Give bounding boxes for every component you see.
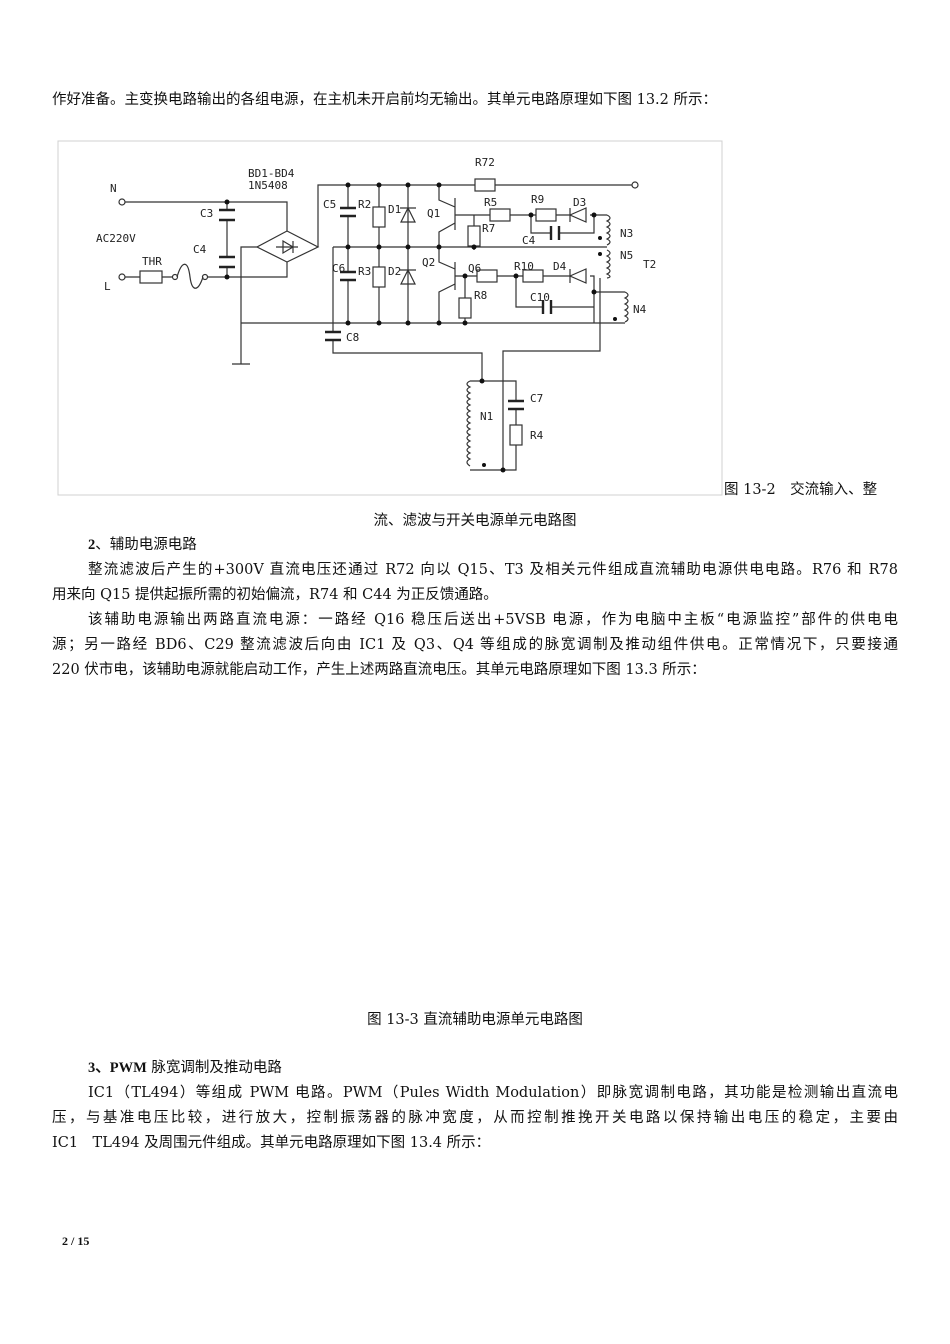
figure-13-2-caption-part1: 图 13-2 交流输入、整: [724, 482, 878, 498]
label-l: L: [104, 280, 111, 293]
section-2-line: 整流滤波后产生的+300V 直流电压还通过 R72 向以 Q15、T3 及相关元…: [88, 562, 898, 578]
label-n4: N4: [633, 303, 647, 316]
label-d3: D3: [573, 196, 586, 209]
label-r5: R5: [484, 196, 497, 209]
label-n5: N5: [620, 249, 633, 262]
label-q2: Q2: [422, 256, 435, 269]
label-d2: D2: [388, 265, 401, 278]
label-thr: THR: [142, 255, 162, 268]
label-bd: BD1-BD4: [248, 167, 295, 180]
figure-13-2-caption-part2: 流、滤波与开关电源单元电路图: [373, 513, 577, 529]
label-r72: R72: [475, 156, 495, 169]
label-q1: Q1: [427, 207, 440, 220]
section-3-line: 压，与基准电压比较，进行放大，控制振荡器的脉冲宽度，从而控制推挽开关电路以保持输…: [52, 1110, 898, 1126]
section-3-number: 3: [88, 1060, 96, 1076]
terminal-n: [118, 198, 126, 206]
label-r8: R8: [474, 289, 487, 302]
section-2-line: 220 伏市电，该辅助电源就能启动工作，产生上述两路直流电压。其单元电路原理如下…: [52, 662, 706, 678]
label-c7: C7: [530, 392, 543, 405]
label-r3: R3: [358, 265, 371, 278]
label-d1: D1: [388, 203, 401, 216]
label-t2: T2: [643, 258, 656, 271]
label-n3: N3: [620, 227, 633, 240]
section-2-title: 、辅助电源电路: [95, 537, 197, 553]
section-2-line: 用来向 Q15 提供起振所需的初始偏流，R74 和 C44 为正反馈通路。: [52, 587, 498, 603]
label-r9: R9: [531, 193, 544, 206]
bridge-rectifier: [255, 230, 320, 263]
label-d4: D4: [553, 260, 567, 273]
label-c3: C3: [200, 207, 213, 220]
section-3-heading: 3、PWM 脉宽调制及推动电路: [88, 1058, 282, 1078]
figure-frame: [57, 140, 723, 496]
label-c5: C5: [323, 198, 336, 211]
section-3-title-bold: 、PWM: [95, 1060, 147, 1076]
section-3-title: 脉宽调制及推动电路: [146, 1060, 282, 1076]
figure-13-3-caption: 图 13-3 直流辅助电源单元电路图: [367, 1012, 583, 1028]
label-r4: R4: [530, 429, 544, 442]
fuse: [176, 263, 204, 289]
intro-line: 作好准备。主变换电路输出的各组电源，在主机未开启前均无输出。其单元电路原理如下图…: [52, 92, 717, 108]
label-diode-type: 1N5408: [248, 179, 288, 192]
label-r7: R7: [482, 222, 495, 235]
label-c4-left: C4: [193, 243, 207, 256]
label-ac: AC220V: [96, 232, 136, 245]
label-n: N: [110, 182, 117, 195]
label-q6: Q6: [468, 262, 481, 275]
label-c10: C10: [530, 291, 550, 304]
label-r2: R2: [358, 198, 371, 211]
section-2-line: 源；另一路经 BD6、C29 整流滤波后向由 IC1 及 Q3、Q4 等组成的脉…: [52, 637, 898, 653]
section-2-heading: 2、辅助电源电路: [88, 535, 197, 555]
terminal-l: [118, 273, 126, 281]
page-number: 2 / 15: [62, 1234, 90, 1248]
label-c8: C8: [346, 331, 359, 344]
label-c4: C4: [522, 234, 536, 247]
label-c6: C6: [332, 262, 345, 275]
label-r10: R10: [514, 260, 534, 273]
section-3-line: IC1 TL494 及周围元件组成。其单元电路原理如下图 13.4 所示：: [52, 1135, 491, 1151]
section-2-number: 2: [88, 537, 96, 553]
r72-resistor: [474, 178, 496, 192]
section-3-line: IC1（TL494）等组成 PWM 电路。PWM（Pules Width Mod…: [88, 1085, 898, 1101]
thr-resistor: [139, 270, 163, 284]
section-2-line: 该辅助电源输出两路直流电源：一路经 Q16 稳压后送出+5VSB 电源，作为电脑…: [88, 612, 898, 628]
label-n1: N1: [480, 410, 493, 423]
